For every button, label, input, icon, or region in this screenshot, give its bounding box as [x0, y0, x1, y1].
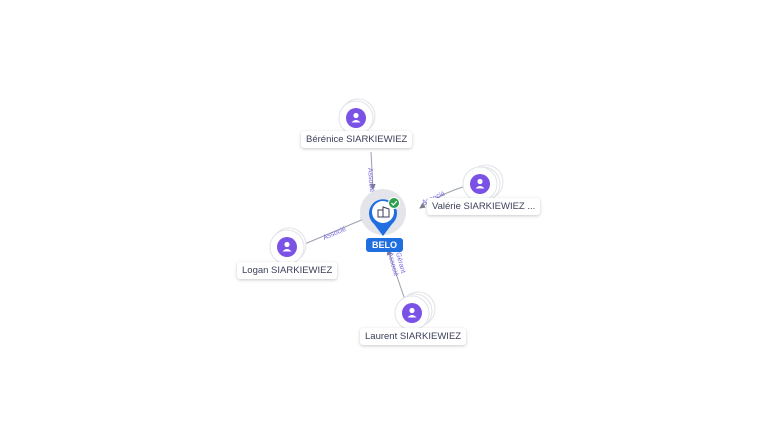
- person-label-berenice[interactable]: Bérénice SIARKIEWIEZ: [301, 131, 413, 148]
- person-icon: [351, 112, 361, 123]
- person-label-valerie[interactable]: Valérie SIARKIEWIEZ ...: [427, 198, 541, 215]
- company-label[interactable]: BELO: [366, 238, 404, 252]
- edge-laurent: [386, 249, 406, 301]
- edge-valerie: [419, 185, 467, 209]
- person-node-laurent[interactable]: [394, 291, 436, 331]
- person-icon: [407, 307, 417, 318]
- check-icon: [388, 197, 400, 209]
- company-node[interactable]: [360, 189, 406, 236]
- person-label-logan[interactable]: Logan SIARKIEWIEZ: [237, 262, 338, 279]
- person-node-berenice[interactable]: [338, 98, 376, 136]
- person-node-logan[interactable]: [269, 227, 307, 265]
- building-icon: [377, 206, 390, 218]
- edge-logan: [299, 217, 367, 247]
- person-label-laurent[interactable]: Laurent SIARKIEWIEZ: [360, 328, 467, 345]
- person-icon: [475, 178, 485, 189]
- edge-label-berenice: Associé: [366, 168, 375, 193]
- edge-label-logan: Associé: [322, 226, 347, 242]
- person-node-valerie[interactable]: [462, 164, 504, 202]
- edge-berenice: [369, 151, 376, 190]
- person-icon: [282, 241, 292, 252]
